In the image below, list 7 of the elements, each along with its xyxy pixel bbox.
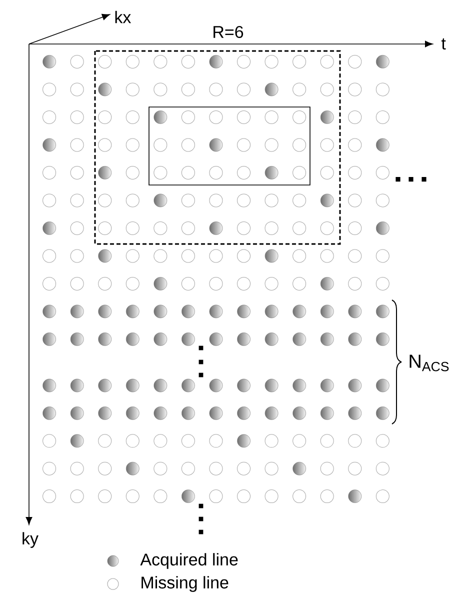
axis-label: t [441,38,446,50]
axis-label: N$_{ACS}$ [410,354,449,372]
axis-label: kx [115,10,132,24]
legend-text: Acquired line [140,553,238,569]
axis-label: ky [22,532,38,548]
legend-text: Missing line [142,576,228,592]
axis-label: R=6 [214,26,244,38]
